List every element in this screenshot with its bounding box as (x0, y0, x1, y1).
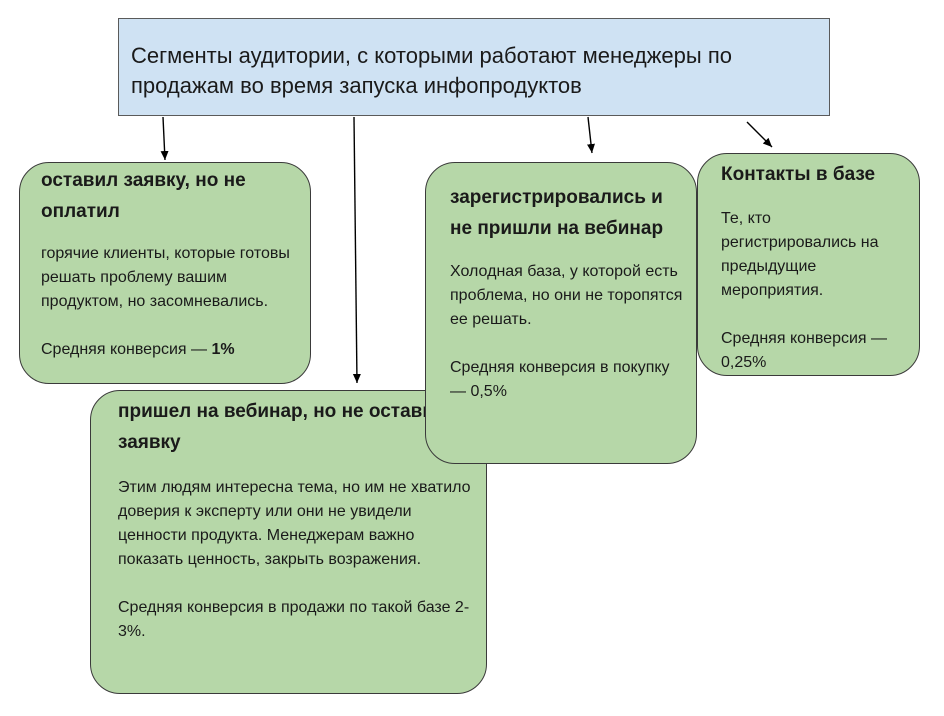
segment-conversion: Средняя конверсия в покупку — 0,5% (450, 359, 670, 400)
segment-card-registered-not-attended: зарегистрировались и не пришли на вебина… (425, 162, 697, 464)
conversion-value: 1% (211, 341, 235, 358)
arrow-to-card-1 (160, 116, 169, 161)
segment-title: Контакты в базе (721, 164, 876, 185)
conversion-label: Средняя конверсия — (41, 341, 212, 358)
arrow-to-card-4 (746, 121, 773, 148)
segment-description: Те, кто регистрировались на предыдущие м… (721, 210, 879, 299)
diagram-title-box: Сегменты аудитории, с которыми работают … (118, 18, 830, 116)
segment-conversion: Средняя конверсия в продажи по такой баз… (118, 599, 470, 640)
segment-description: Этим людям интересна тема, но им не хват… (118, 479, 471, 568)
diagram-title: Сегменты аудитории, с которыми работают … (131, 43, 732, 98)
segment-title: оставил заявку, но не оплатил (41, 170, 246, 222)
segment-conversion: Средняя конверсия — 1% (41, 338, 298, 362)
segment-title: зарегистрировались и не пришли на вебина… (450, 187, 664, 239)
arrow-to-card-3 (587, 116, 595, 154)
segment-description: Холодная база, у которой есть проблема, … (450, 263, 683, 328)
arrow-to-card-2 (352, 116, 361, 384)
segment-conversion: Средняя конверсия — 0,25% (721, 330, 888, 371)
segment-card-applied-not-paid: оставил заявку, но не оплатил горячие кл… (19, 162, 311, 384)
segment-card-attended-no-application: пришел на вебинар, но не оставил заявку … (90, 390, 487, 694)
segment-card-base-contacts: Контакты в базе Те, кто регистрировались… (697, 153, 920, 376)
segment-description: горячие клиенты, которые готовы решать п… (41, 245, 290, 310)
segment-title: пришел на вебинар, но не оставил заявку (118, 401, 447, 453)
